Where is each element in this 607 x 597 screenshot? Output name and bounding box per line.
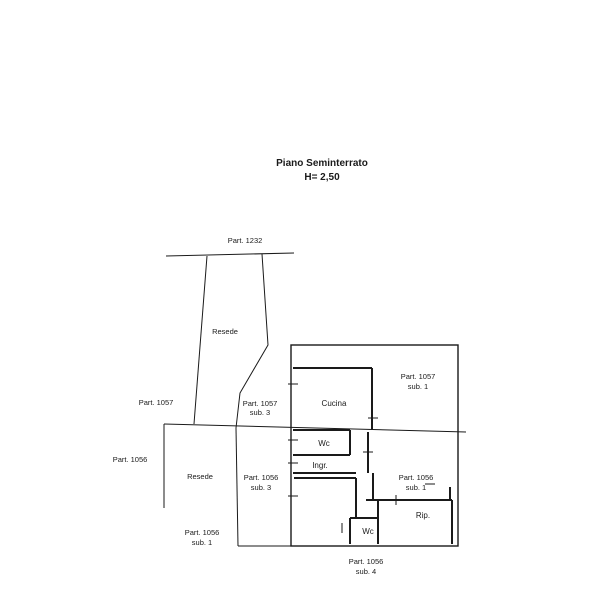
label-part-1056-sub1-r: Part. 1056	[399, 473, 434, 482]
parcel-boundaries	[163, 252, 467, 547]
room-ingr: Ingr.	[312, 461, 328, 470]
label-part-1057-sub1-sub: sub. 1	[408, 382, 428, 391]
label-part-1056-sub4: Part. 1056	[349, 557, 384, 566]
label-part-1056-sub3-sub: sub. 3	[251, 483, 271, 492]
boundary-resede-left	[193, 255, 208, 425]
plan-title: Piano Seminterrato	[276, 158, 368, 169]
label-part-1057-sub1: Part. 1057	[401, 372, 436, 381]
boundary-resede-right	[235, 253, 269, 429]
label-resede-bottom: Resede	[187, 472, 213, 481]
room-wc-upper: Wc	[318, 439, 330, 448]
room-cucina: Cucina	[322, 399, 347, 408]
label-resede-top: Resede	[212, 327, 238, 336]
label-part-1056-left: Part. 1056	[113, 455, 148, 464]
room-wc-lower: Wc	[362, 527, 374, 536]
building-outline	[290, 344, 459, 547]
plan-height: H= 2,50	[304, 172, 340, 183]
label-part-1057-left: Part. 1057	[139, 398, 174, 407]
label-part-1057-sub3: Part. 1057	[243, 399, 278, 408]
label-part-1056-sub1-bl-sub: sub. 1	[192, 538, 212, 547]
label-part-1057-sub3-sub: sub. 3	[250, 408, 270, 417]
boundary-part-1232	[165, 252, 295, 257]
boundary-1057-1056	[163, 423, 467, 433]
boundary-resede-bottom-right	[235, 427, 239, 547]
label-part-1056-sub1-bl: Part. 1056	[185, 528, 220, 537]
room-rip: Rip.	[416, 511, 430, 520]
label-part-1056-sub1-r-sub: sub. 1	[406, 483, 426, 492]
label-part-1056-sub4-sub: sub. 4	[356, 567, 376, 576]
label-part-1232: Part. 1232	[228, 236, 263, 245]
label-part-1056-sub3: Part. 1056	[244, 473, 279, 482]
interior-walls	[293, 367, 453, 544]
opening-marks	[288, 383, 435, 533]
